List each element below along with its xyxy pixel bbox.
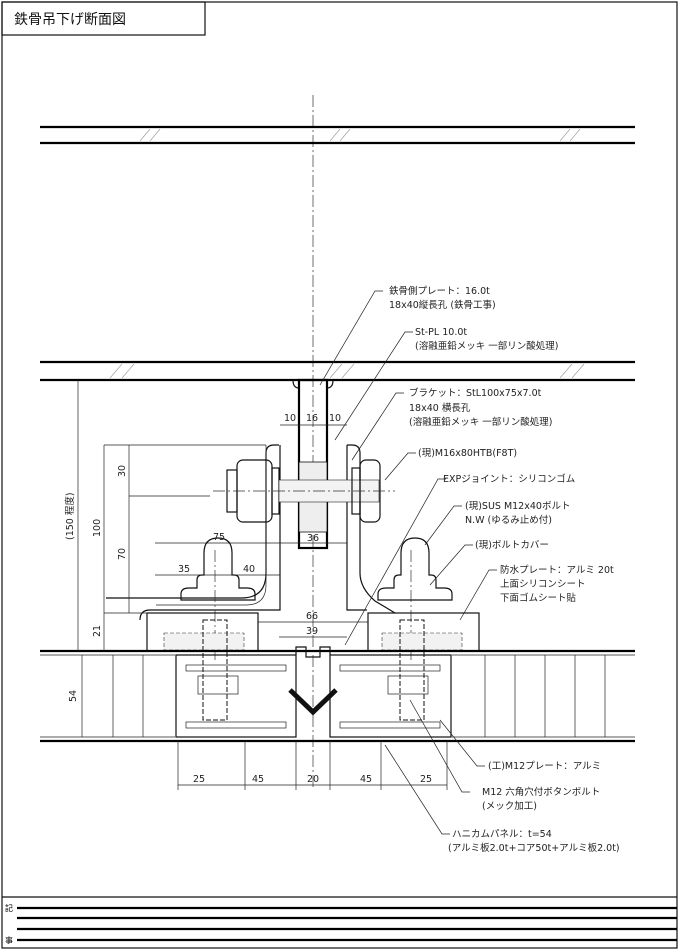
dim-bottom-20: 20 <box>307 774 319 785</box>
note-button-bolt: M12 六角穴付ボタンボルト <box>482 786 600 798</box>
note-htb: (現)M16x80HTB(F8T) <box>418 448 517 459</box>
note-honeycomb: ハニカムパネル：t=54 <box>452 829 552 840</box>
dim-30: 30 <box>117 465 128 477</box>
note-exp-joint: EXPジョイント：シリコンゴム <box>443 473 575 485</box>
note-waterproof: 防水プレート：アルミ 20t <box>500 564 614 576</box>
dim-16: 16 <box>306 413 318 424</box>
note-st-pl: St-PL 10.0t <box>415 327 467 338</box>
dimension-labels: (150 程度) 100 30 70 21 54 10 16 10 36 75 … <box>64 413 432 785</box>
dim-70: 70 <box>117 548 128 560</box>
note-waterproof-top: 上面シリコンシート <box>500 579 586 590</box>
dim-100: 100 <box>92 519 103 537</box>
dim-39: 39 <box>306 626 318 637</box>
note-bracket-finish: (溶融亜鉛メッキ 一部リン酸処理) <box>409 416 552 428</box>
note-m12-plate: (工)M12プレート：アルミ <box>488 761 601 772</box>
dim-10b: 10 <box>329 413 341 424</box>
dim-bottom-25b: 25 <box>420 774 432 785</box>
note-steel-plate: 鉄骨側プレート：16.0t <box>389 285 490 297</box>
note-honeycomb-spec: (アルミ板2.0t+コア50t+アルミ板2.0t) <box>448 842 620 854</box>
dim-40: 40 <box>243 564 255 575</box>
note-st-pl-finish: (溶融亜鉛メッキ 一部リン酸処理) <box>415 340 558 352</box>
dim-75: 75 <box>213 532 225 543</box>
steel-beam-flange <box>40 360 635 382</box>
dim-54: 54 <box>68 690 79 702</box>
aluminium-frame <box>175 646 452 738</box>
dim-35: 35 <box>178 564 190 575</box>
honeycomb-panel <box>40 649 635 743</box>
note-bracket-hole: 18x40 横長孔 <box>409 402 471 414</box>
dim-36: 36 <box>307 533 319 544</box>
htb-bolt <box>213 459 395 523</box>
annotations: 鉄骨側プレート：16.0t 18x40縦長孔 (鉄骨工事) St-PL 10.0… <box>389 285 620 854</box>
title-box <box>1 1 206 36</box>
dim-10a: 10 <box>284 413 296 424</box>
bracket-angle-left <box>106 444 281 621</box>
dim-bottom-25a: 25 <box>193 774 205 785</box>
note-bracket: ブラケット：StL100x75x7.0t <box>409 387 542 399</box>
note-sus-bolt-nw: N.W (ゆるみ止め付) <box>465 514 552 526</box>
upper-slab <box>40 125 635 145</box>
dimension-lines <box>77 380 448 790</box>
dim-66: 66 <box>306 611 318 622</box>
leader-lines <box>319 290 497 835</box>
note-button-bolt-finish: (メック加工) <box>482 801 537 812</box>
note-sus-bolt: (現)SUS M12x40ボルト <box>465 501 570 512</box>
footer-label-top: 記 <box>5 903 13 913</box>
dim-total: (150 程度) <box>64 492 76 540</box>
note-bolt-cover: (現)ボルトカバー <box>475 540 549 551</box>
footer-label-bottom: 事 <box>5 935 13 945</box>
footer-notes: 記 事 <box>2 896 677 945</box>
dim-21: 21 <box>92 625 103 637</box>
dim-bottom-45b: 45 <box>360 774 372 785</box>
drawing-title: 鉄骨吊下げ断面図 <box>14 12 126 28</box>
note-waterproof-bottom: 下面ゴムシート貼 <box>500 592 577 604</box>
note-steel-plate-hole: 18x40縦長孔 (鉄骨工事) <box>389 299 496 311</box>
dim-bottom-45a: 45 <box>252 774 264 785</box>
